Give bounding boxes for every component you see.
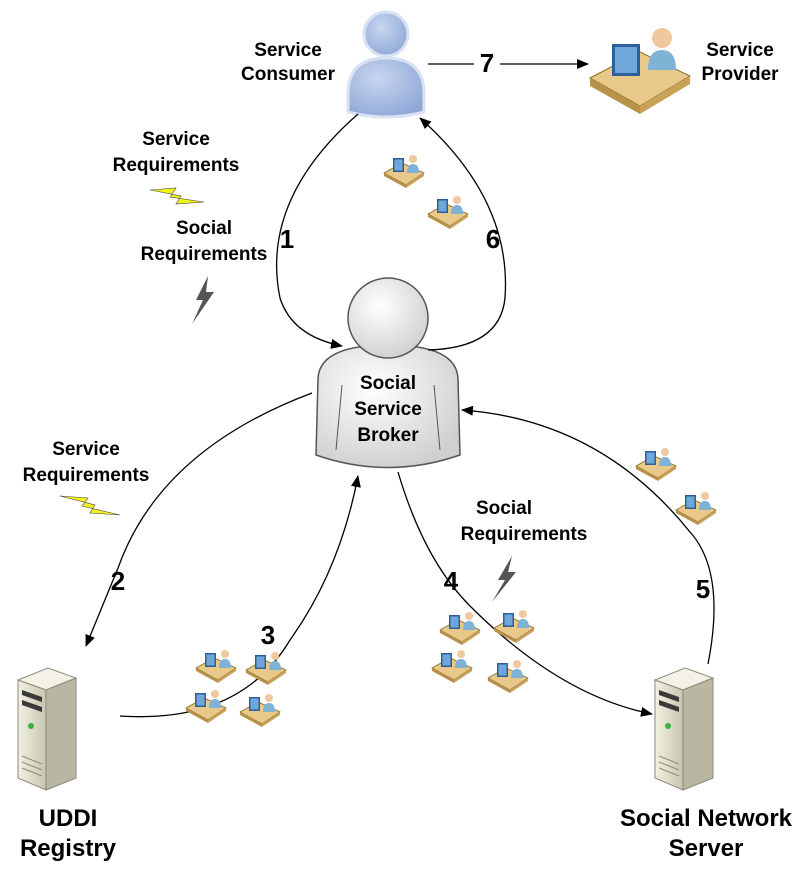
workstation-cluster-left: [185, 649, 287, 728]
service-requirement-bolt-icon: [59, 495, 121, 516]
social-server-label-line1: Social Network: [620, 805, 793, 832]
left-service-req-line2: Requirements: [23, 465, 150, 486]
workstation-cluster-top: [383, 154, 469, 230]
social-requirement-bolt-icon: [192, 276, 214, 324]
arrow-step-6: [419, 117, 507, 351]
service-provider-label-line2: Provider: [701, 64, 779, 85]
service-consumer-label-line1: Service: [254, 40, 322, 61]
top-social-req-line1: Social: [176, 218, 232, 239]
workstation-icon: [185, 689, 227, 724]
arrow-step-1: [276, 113, 359, 349]
step-1-number: 1: [280, 224, 294, 254]
uddi-label-line2: Registry: [20, 835, 117, 862]
workstation-cluster-center: [431, 609, 535, 694]
arrow-step-5: [461, 405, 715, 665]
step-7-number: 7: [480, 48, 494, 78]
broker-label-line3: Broker: [357, 425, 419, 446]
service-requirement-bolt-icon: [149, 187, 205, 205]
service-consumer-label-line2: Consumer: [241, 64, 336, 85]
workstation-icon: [675, 491, 717, 526]
workstation-icon: [487, 659, 529, 694]
social-requirement-bolt-icon: [492, 556, 516, 602]
uddi-label-line1: UDDI: [39, 805, 98, 832]
social-service-broker-icon: [315, 277, 461, 469]
top-service-req-line2: Requirements: [113, 155, 240, 176]
arrow-step-4: [397, 471, 653, 717]
service-provider-label-line1: Service: [706, 40, 774, 61]
left-service-req-line1: Service: [52, 439, 120, 460]
workstation-icon: [439, 611, 481, 646]
right-social-req-line1: Social: [476, 498, 532, 519]
workstation-icon: [635, 447, 677, 482]
workstation-icon: [195, 649, 237, 684]
step-6-number: 6: [486, 224, 500, 254]
service-provider-icon: [588, 28, 692, 114]
arrow-step-2: [85, 392, 313, 647]
step-5-number: 5: [696, 574, 710, 604]
broker-label-line1: Social: [360, 373, 416, 394]
workstation-icon: [245, 651, 287, 686]
uddi-registry-server-icon: [17, 667, 77, 791]
workstation-icon: [427, 195, 469, 230]
workstation-icon: [431, 649, 473, 684]
step-3-number: 3: [261, 620, 275, 650]
workstation-icon: [383, 154, 425, 189]
service-consumer-icon: [346, 10, 426, 119]
arrow-step-3: [119, 475, 361, 718]
broker-label-line2: Service: [354, 399, 422, 420]
step-2-number: 2: [111, 566, 125, 596]
top-social-req-line2: Requirements: [141, 244, 268, 265]
workstation-icon: [493, 609, 535, 644]
social-network-server-icon: [654, 667, 714, 791]
workstation-icon: [239, 693, 281, 728]
social-server-label-line2: Server: [669, 835, 744, 862]
right-social-req-line2: Requirements: [461, 524, 588, 545]
top-service-req-line1: Service: [142, 129, 210, 150]
step-4-number: 4: [444, 566, 459, 596]
workstation-cluster-right: [635, 447, 717, 526]
